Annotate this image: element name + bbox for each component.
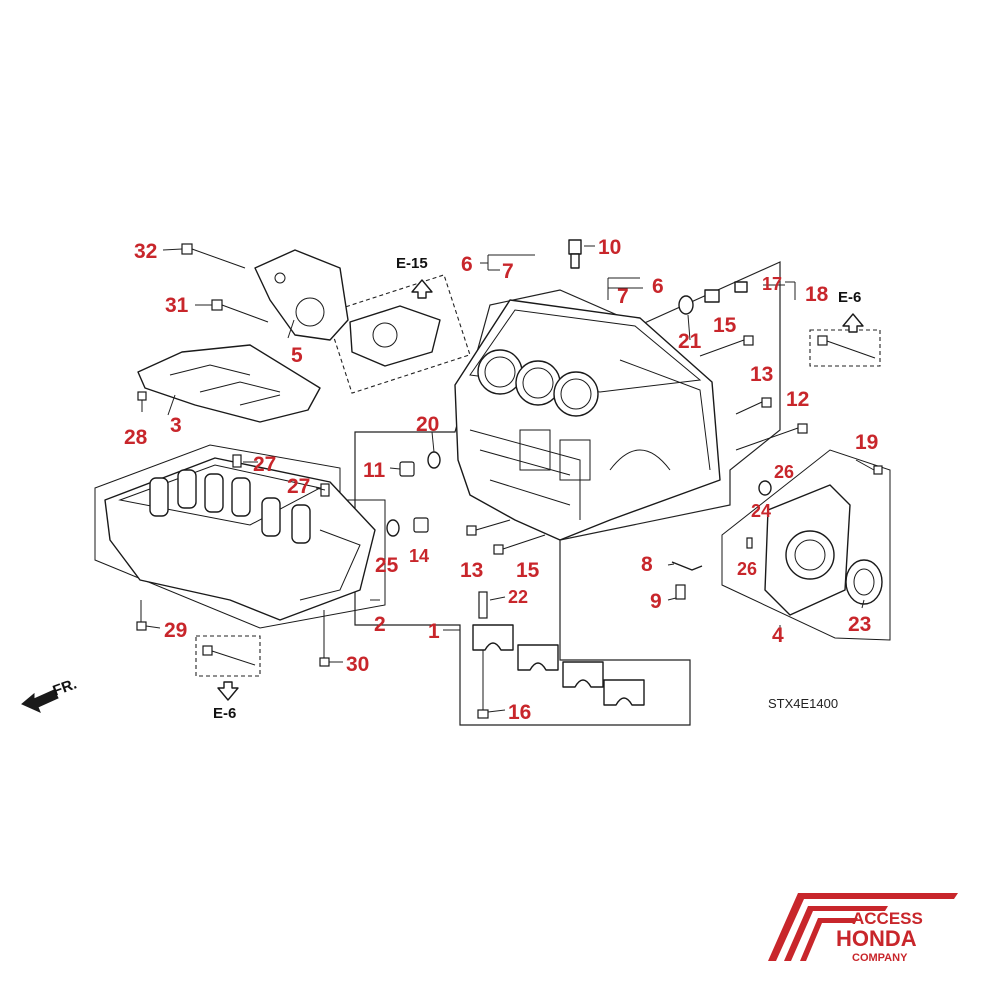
nozzle-8-9 [671,561,703,600]
ref-e6-bottom: E-6 [213,705,236,722]
drain-plug-11 [399,461,415,477]
leader-lines [145,245,865,713]
arrow-up-icon [411,279,433,299]
callout-7b: 7 [617,285,629,308]
callout-1: 1 [428,620,440,643]
callout-27b: 27 [287,475,310,498]
engine-block-group-outline [354,261,781,726]
washer-21 [678,295,694,315]
svg-text:COMPANY: COMPANY [852,952,908,964]
drain-plug-14 [413,517,429,533]
callout-17: 17 [762,274,782,294]
bolt-31 [211,299,269,323]
callout-31: 31 [165,294,189,317]
callout-18: 18 [805,283,829,306]
callout-22: 22 [508,587,528,607]
engine-block-drawing [454,299,721,541]
oil-bolt-ref-box-bottom [195,635,261,677]
callout-14: 14 [409,546,429,566]
callout-10: 10 [598,236,621,259]
bolt-e6-top [817,335,876,359]
svg-text:HONDA: HONDA [836,926,917,951]
callout-24: 24 [751,501,771,521]
diagram-code: STX4E1400 [768,696,838,711]
bolt-29 [136,600,147,631]
bolt-28 [137,391,147,412]
svg-text:ACCESS: ACCESS [852,909,923,928]
callout-25: 25 [375,554,399,577]
callout-30: 30 [346,653,369,676]
washer-20 [427,451,441,469]
callout-7a: 7 [502,260,514,283]
callout-29: 29 [164,619,187,642]
callout-16: 16 [508,701,531,724]
callout-26b: 26 [737,559,757,579]
callout-13a: 13 [750,363,773,386]
rear-cover-drawing [764,484,851,616]
bolt-30 [319,610,330,667]
front-label: FR. [51,676,80,700]
ref-e6-top: E-6 [838,289,861,306]
water-pump-drawing [349,305,441,367]
washer-25 [386,519,400,537]
rear-cover-group-outline [721,449,891,641]
arrow-up-icon [842,313,864,333]
callout-6b: 6 [652,275,664,298]
callout-12: 12 [786,388,809,411]
callout-4: 4 [772,624,784,647]
callout-6a: 6 [461,253,473,276]
callout-20: 20 [416,413,439,436]
ref-e15: E-15 [396,255,428,272]
oil-pan-drawing [104,457,376,621]
oil-seal-drawing [845,559,883,605]
callout-9: 9 [650,590,662,613]
bolt-32 [181,243,246,269]
sensor-10 [568,239,582,269]
baffle-plate-drawing [137,344,321,423]
callout-2: 2 [374,613,386,636]
callout-15a: 15 [713,314,737,337]
bolt-27a [232,454,242,468]
callout-19: 19 [855,431,878,454]
callout-3: 3 [170,414,182,437]
bolt-13b [466,519,511,536]
callout-15b: 15 [516,559,540,582]
callout-23: 23 [848,613,871,636]
callout-26a: 26 [774,462,794,482]
bearing-caps-drawing [472,591,645,719]
front-arrow-icon [21,689,59,713]
bolt-12 [735,423,808,451]
sensor-17-18 [704,281,748,303]
oil-bolt-ref-box-top [809,329,881,367]
callout-11: 11 [363,459,386,482]
bolt-13a [735,397,772,415]
bolt-19 [855,459,883,475]
callout-27a: 27 [253,453,276,476]
water-pump-ref-box [325,274,471,394]
callout-13b: 13 [460,559,483,582]
bolt-15a [699,335,754,357]
callout-5: 5 [291,344,303,367]
callout-21: 21 [678,330,702,353]
bolt-15b [493,534,546,555]
mount-bracket-drawing [254,249,349,341]
arrow-down-icon [217,681,239,701]
dowel-24-26 [746,480,772,549]
access-honda-logo: ACCESS HONDA COMPANY [768,893,958,964]
callout-32: 32 [134,240,157,263]
bolt-e6-bottom [202,645,256,666]
callout-28: 28 [124,426,148,449]
callout-8: 8 [641,553,653,576]
